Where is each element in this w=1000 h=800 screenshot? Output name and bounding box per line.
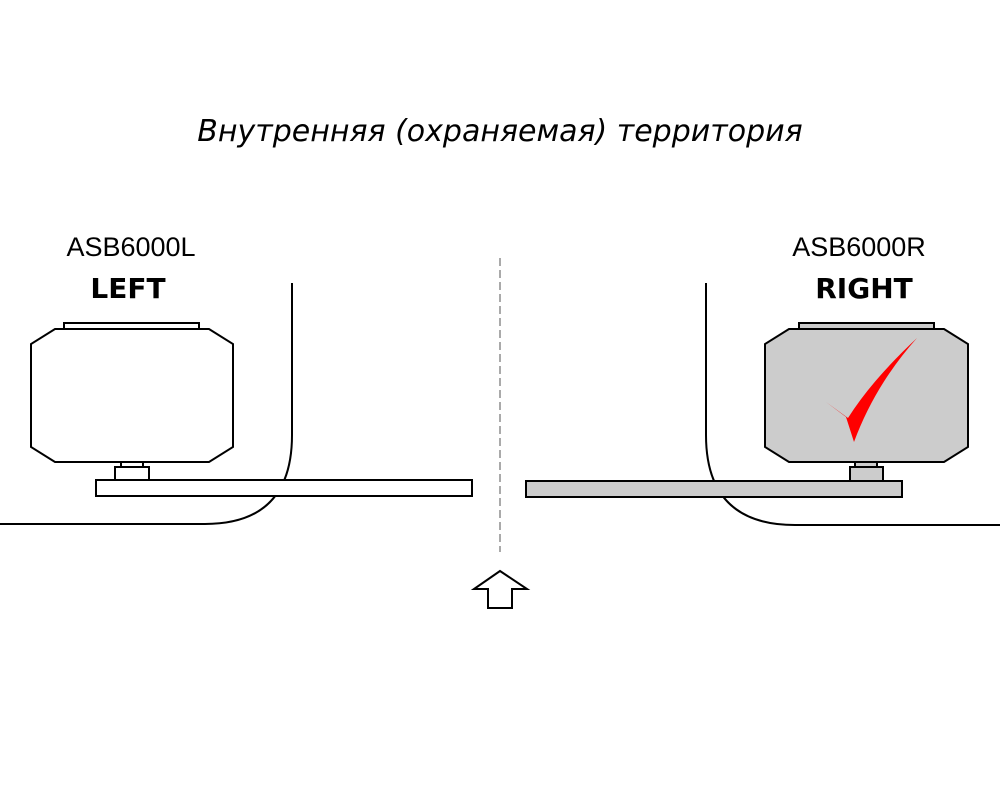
right-gate-leaf[interactable] (525, 480, 903, 498)
right-motor[interactable] (764, 322, 969, 482)
left-side-label: LEFT (90, 272, 166, 305)
right-side-label: RIGHT (815, 272, 913, 305)
left-gate-leaf[interactable] (95, 479, 473, 497)
left-model-label: ASB6000L (66, 232, 196, 262)
territory-title: Внутренняя (охраняемая) территория (197, 114, 803, 149)
arrow-up-icon (470, 569, 531, 609)
right-wall-outline (705, 283, 1000, 526)
checkmark-icon (826, 338, 917, 442)
right-model-label: ASB6000R (792, 232, 926, 262)
left-motor[interactable] (30, 322, 234, 481)
left-wall-outline (0, 283, 293, 525)
